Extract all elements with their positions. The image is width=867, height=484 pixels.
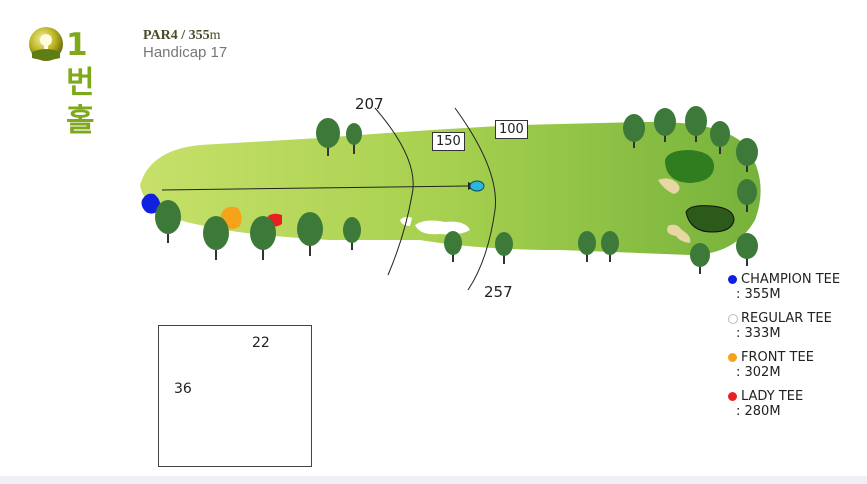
front-tee-dot [728, 353, 737, 362]
regular-tee-dot [728, 314, 738, 324]
hole-title-suffix: 번홀 [66, 65, 95, 139]
trees [155, 106, 758, 274]
fairway-bunker [658, 178, 680, 194]
tree [736, 233, 758, 266]
tree [203, 216, 229, 260]
marker-100: 100 [495, 120, 528, 139]
bunker-left [415, 220, 470, 235]
legend-lady-tee: LADY TEE : 280M [728, 389, 840, 419]
arc-257 [454, 107, 496, 291]
fairway [140, 121, 761, 255]
distance-207: 207 [355, 95, 384, 113]
legend-label: LADY TEE [741, 389, 804, 404]
tree [297, 212, 323, 256]
green-width: 36 [174, 381, 192, 397]
tree [250, 216, 276, 260]
tree [623, 114, 645, 148]
legend-distance: : 333M [736, 326, 781, 341]
water-hazard [685, 205, 735, 233]
putting-green [665, 150, 715, 183]
golf-ball-icon [29, 27, 63, 61]
target-marker [469, 180, 485, 192]
legend-champion-tee: CHAMPION TEE : 355M [728, 272, 840, 302]
legend-label: CHAMPION TEE [741, 272, 841, 287]
tree [737, 179, 757, 212]
tree [444, 231, 462, 262]
tree [578, 231, 596, 262]
hole-number: 1 [66, 27, 88, 63]
tree [316, 118, 340, 156]
tree [710, 121, 730, 154]
tree [654, 108, 676, 142]
distance-257: 257 [484, 283, 513, 301]
tree [685, 106, 707, 142]
hole-title: 1번홀 [66, 26, 95, 140]
tree [690, 243, 710, 274]
green-depth: 22 [252, 335, 270, 351]
par-value: PAR4 / 355 [143, 28, 210, 43]
champion-tee-marker [141, 193, 161, 214]
legend-label: FRONT TEE [741, 350, 814, 365]
tree [343, 217, 361, 250]
legend-distance: : 280M [736, 404, 781, 419]
greenside-bunker [667, 224, 691, 243]
tee-legend: CHAMPION TEE : 355M REGULAR TEE : 333M F… [728, 272, 840, 428]
tree [155, 200, 181, 243]
green-inset-frame [158, 325, 312, 467]
champion-tee-dot [728, 275, 737, 284]
par-info: PAR4 / 355m [143, 28, 221, 44]
play-line [161, 185, 469, 191]
footer-bar [0, 476, 867, 484]
marker-150: 150 [432, 132, 465, 151]
legend-regular-tee: REGULAR TEE : 333M [728, 311, 840, 341]
lady-tee-dot [728, 392, 737, 401]
handicap-info: Handicap 17 [143, 44, 228, 61]
tree [601, 231, 619, 262]
tree [495, 232, 513, 264]
legend-label: REGULAR TEE [741, 311, 832, 326]
legend-front-tee: FRONT TEE : 302M [728, 350, 840, 380]
arc-207 [374, 107, 414, 276]
legend-distance: : 302M [736, 365, 781, 380]
tree [346, 123, 362, 154]
tree [736, 138, 758, 172]
par-unit: m [209, 28, 221, 43]
legend-distance: : 355M [736, 287, 781, 302]
